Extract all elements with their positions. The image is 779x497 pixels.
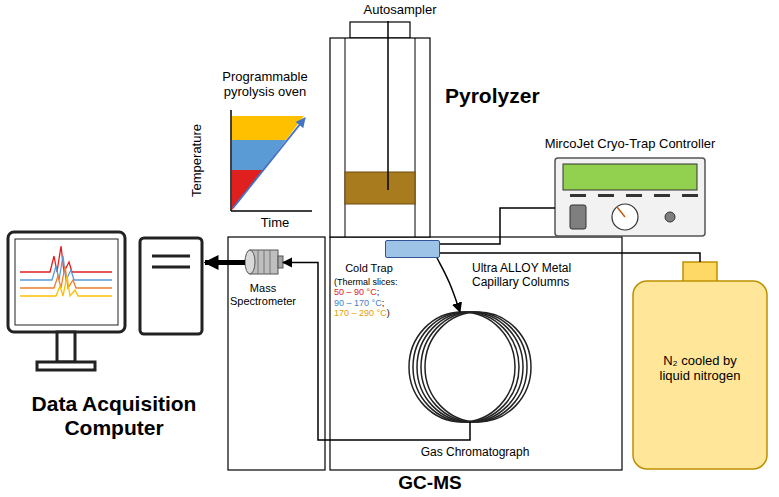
pyrolyzer-box: Pyrolyzer bbox=[330, 38, 430, 237]
node-heading: Data Acquisition Computer bbox=[5, 392, 223, 440]
ms-ring bbox=[258, 250, 259, 274]
coil-turn bbox=[421, 312, 527, 422]
pyrolyzer-drawing bbox=[330, 21, 430, 237]
dial-needle bbox=[617, 207, 625, 217]
connector bbox=[205, 260, 245, 265]
monitor bbox=[8, 232, 125, 332]
gas-chromatograph: Gas ChromatographGC-MSCold Trap(Thermal … bbox=[330, 237, 622, 470]
capillary-columns: Ultra ALLOY Metal Capillary Columns bbox=[409, 312, 531, 422]
chromatogram bbox=[20, 266, 112, 288]
slice-text: (Thermal slices: bbox=[334, 277, 398, 287]
computer-drawing bbox=[8, 232, 202, 370]
coil-turn bbox=[413, 312, 519, 422]
node-heading: Pyrolyzer bbox=[445, 84, 540, 108]
gc-housing bbox=[330, 237, 622, 470]
node-heading: MircoJet Cryo-Trap Controller bbox=[525, 137, 735, 152]
connector bbox=[440, 253, 700, 262]
controller-screen bbox=[563, 164, 697, 190]
cold-trap: Cold Trap(Thermal slices:50 – 90 °C;90 –… bbox=[385, 240, 440, 258]
chromatogram bbox=[20, 276, 112, 296]
node-label: Gas Chromatograph bbox=[415, 446, 535, 460]
slice-text: 170 – 290 °C bbox=[334, 308, 387, 318]
controller-drawing bbox=[555, 158, 705, 236]
monitor-screen bbox=[15, 239, 118, 325]
cryo-controller: MircoJet Cryo-Trap Controller bbox=[555, 158, 705, 236]
dial bbox=[612, 204, 638, 230]
connector bbox=[283, 263, 470, 441]
monitor-stand bbox=[57, 332, 75, 362]
node-label: Cold Trap bbox=[334, 262, 404, 275]
slice-group: (Thermal slices: bbox=[334, 277, 398, 287]
nitrogen-dewar: N₂ cooled by liquid nitrogen bbox=[633, 262, 767, 469]
ms-ring bbox=[270, 250, 271, 274]
slice-text: ; bbox=[377, 287, 380, 297]
ms-inlet bbox=[278, 256, 283, 268]
ramp-arrow bbox=[233, 118, 305, 208]
node-heading: GC-MS bbox=[370, 472, 490, 494]
autosampler-needle bbox=[387, 21, 389, 190]
pyrolyzer-cap bbox=[350, 22, 410, 38]
drive-slot bbox=[152, 266, 190, 269]
mass-spectrometer: Mass Spectrometer bbox=[245, 249, 283, 276]
computer: Data Acquisition Computer bbox=[8, 228, 205, 375]
chromatogram bbox=[20, 246, 112, 272]
slice-group: 50 – 90 °C; bbox=[334, 287, 379, 297]
controller-case bbox=[555, 158, 705, 236]
tank-body bbox=[633, 281, 767, 469]
sample-cup bbox=[345, 172, 415, 204]
tower bbox=[140, 238, 202, 334]
coil-turn bbox=[425, 312, 531, 422]
switch bbox=[570, 205, 586, 229]
pyrolyzer-wall bbox=[415, 38, 416, 237]
button bbox=[626, 194, 642, 197]
connector bbox=[440, 208, 555, 244]
slice-band bbox=[232, 140, 286, 170]
part-label: Autosampler bbox=[355, 3, 445, 18]
button bbox=[682, 194, 698, 197]
button bbox=[570, 194, 586, 197]
button bbox=[598, 194, 614, 197]
nitrogen-tank bbox=[633, 262, 767, 469]
slice-note: (Thermal slices:50 – 90 °C;90 – 170 °C;1… bbox=[334, 277, 434, 318]
pyrolyzer-wall bbox=[345, 38, 346, 237]
ms-housing bbox=[228, 237, 325, 470]
drive-slot bbox=[152, 255, 190, 258]
node-label: Mass Spectrometer bbox=[223, 282, 303, 307]
pyrolyzer-body bbox=[330, 38, 430, 237]
ms-icon bbox=[245, 250, 283, 274]
slice-band bbox=[232, 116, 304, 140]
oven-chart bbox=[231, 110, 312, 211]
monitor-base bbox=[37, 362, 95, 370]
capillary-coil bbox=[409, 312, 531, 422]
axis-label: Temperature bbox=[190, 120, 205, 200]
axis bbox=[231, 210, 312, 212]
chart-title: Programmable pyrolysis oven bbox=[205, 70, 325, 100]
slice-group: 170 – 290 °C) bbox=[334, 308, 390, 318]
button bbox=[654, 194, 670, 197]
node-label: N₂ cooled by liquid nitrogen bbox=[650, 354, 750, 384]
slice-group: 90 – 170 °C; bbox=[334, 298, 384, 308]
knob bbox=[665, 212, 675, 222]
connector bbox=[437, 258, 460, 312]
axis bbox=[230, 110, 232, 211]
node-label: Ultra ALLOY Metal Capillary Columns bbox=[472, 262, 592, 290]
coil-turn bbox=[417, 312, 523, 422]
ms-end bbox=[245, 250, 255, 274]
tank-valve bbox=[683, 262, 717, 282]
slice-text: ; bbox=[382, 298, 385, 308]
ms-ring bbox=[264, 250, 265, 274]
slice-text: 90 – 170 °C bbox=[334, 298, 382, 308]
axis-label: Time bbox=[252, 216, 298, 231]
slice-text: ) bbox=[387, 308, 390, 318]
slice-text: 50 – 90 °C bbox=[334, 287, 377, 297]
